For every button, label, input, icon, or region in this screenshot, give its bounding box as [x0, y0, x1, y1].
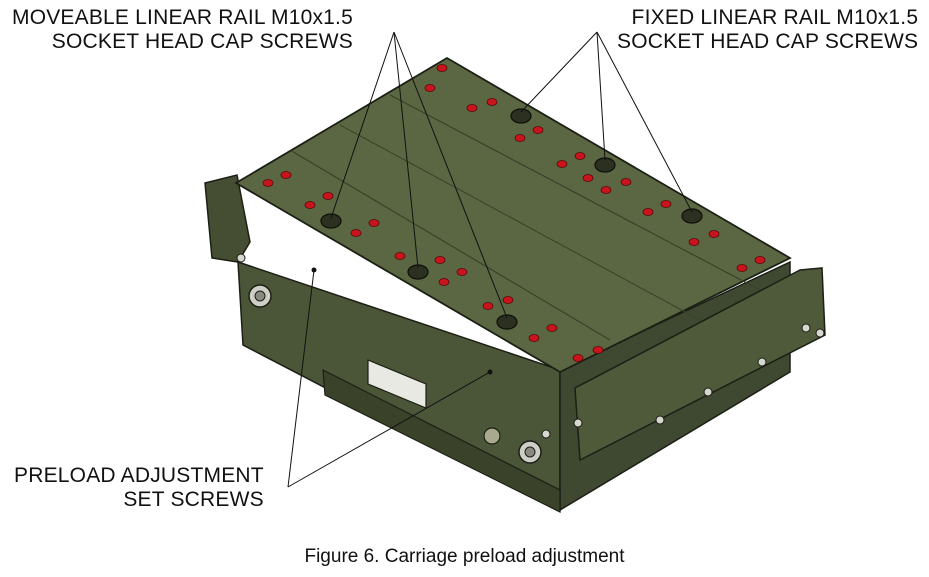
right-connector-inner [524, 446, 536, 458]
leader-lines-preload [287, 269, 491, 488]
callout-preload-set-screws: PRELOAD ADJUSTMENT SET SCREWS [14, 464, 264, 512]
callout-moveable-rail-screws: MOVEABLE LINEAR RAIL M10x1.5 SOCKET HEAD… [12, 6, 353, 54]
callout-moveable-line1: MOVEABLE LINEAR RAIL M10x1.5 [12, 6, 353, 29]
mounting-holes [262, 64, 766, 362]
preload-screw-right [487, 369, 493, 375]
rail-divider-2 [339, 124, 701, 321]
callout-preload-line1: PRELOAD ADJUSTMENT [14, 464, 264, 487]
right-flange [574, 267, 826, 462]
callout-fixed-line2: SOCKET HEAD CAP SCREWS [617, 30, 919, 53]
leader-lines-moveable [330, 31, 508, 319]
leader-lines-fixed [520, 31, 693, 213]
lower-housing [322, 368, 561, 513]
side-bolts [236, 253, 825, 439]
preload-screw-left [311, 267, 317, 273]
rail-divider-3 [389, 94, 761, 291]
callout-preload-line2: SET SCREWS [123, 488, 264, 511]
round-connector [483, 427, 501, 445]
figure-caption: Figure 6. Carriage preload adjustment [304, 546, 625, 567]
callout-fixed-line1: FIXED LINEAR RAIL M10x1.5 [631, 6, 919, 29]
callout-moveable-line2: SOCKET HEAD CAP SCREWS [51, 30, 353, 53]
left-flange [204, 174, 251, 263]
callout-fixed-rail-screws: FIXED LINEAR RAIL M10x1.5 SOCKET HEAD CA… [617, 6, 918, 54]
left-connector-inner [254, 290, 266, 302]
cap-screws [320, 108, 703, 330]
